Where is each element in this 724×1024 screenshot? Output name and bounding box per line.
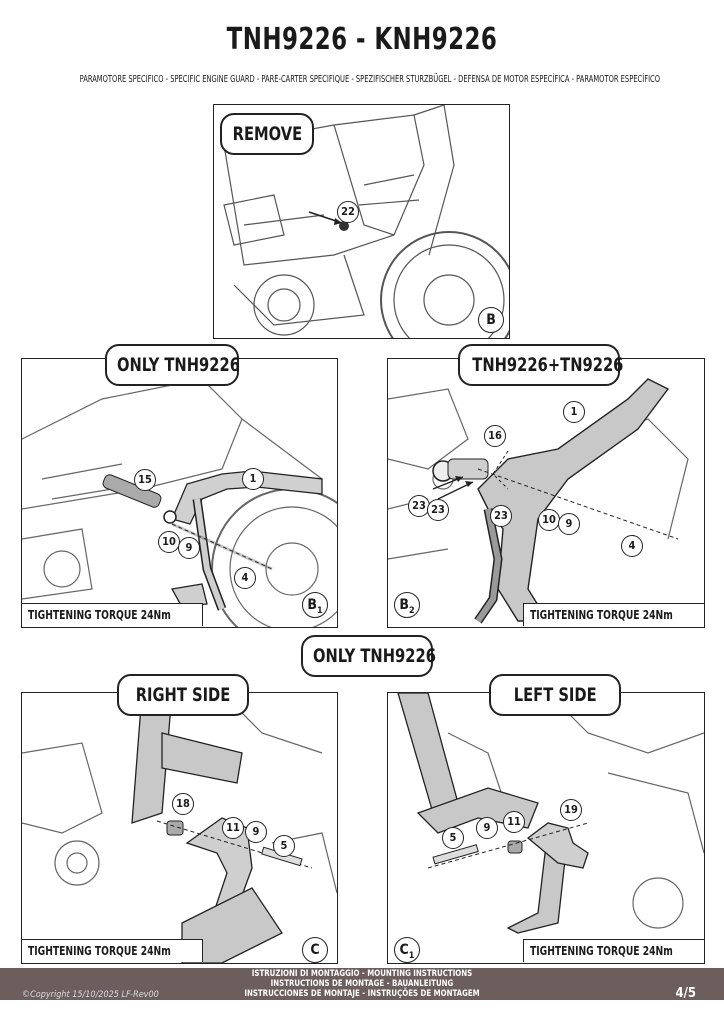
step-marker-b: B	[478, 307, 504, 333]
tnh9226-tn9226-label: TNH9226+TN9226	[458, 344, 623, 386]
document-subtitle: PARAMOTORE SPECIFICO - SPECIFIC ENGINE G…	[79, 74, 661, 85]
panel-only-tnh9226: 15 1 10 9 4 B1 TIGHTENING TORQUE 24Nm	[21, 358, 338, 628]
step-marker-c1: C1	[394, 937, 420, 963]
panel-right-side: 18 11 9 5 C TIGHTENING TORQUE 24Nm	[21, 692, 338, 964]
footer-bar: ISTRUZIONI DI MONTAGGIO - MOUNTING INSTR…	[0, 968, 724, 1001]
callout-9: 9	[558, 513, 580, 535]
callout-18: 18	[172, 793, 194, 815]
callout-11: 11	[222, 817, 244, 839]
tightening-torque-note: TIGHTENING TORQUE 24Nm	[22, 939, 203, 962]
step-marker-c: C	[302, 937, 328, 963]
motorcycle-fairing-illustration	[223, 105, 509, 338]
only-tnh9226-section-label: ONLY TNH9226	[301, 635, 436, 677]
footer-line-2: INSTRUCTIONS DE MONTAGE - BAUANLEITUNG	[270, 978, 454, 989]
callout-19: 19	[560, 799, 582, 821]
document-title: TNH9226 - KNH9226	[226, 22, 498, 57]
step-marker-b2: B2	[394, 592, 420, 618]
panel-left-side: 19 5 9 11 C1 TIGHTENING TORQUE 24Nm	[387, 692, 705, 964]
left-side-mount-illustration	[397, 693, 704, 934]
engine-guard-right-illustration	[22, 378, 337, 627]
callout-9: 9	[476, 817, 498, 839]
callout-10: 10	[158, 531, 180, 553]
callout-23: 23	[427, 499, 449, 521]
callout-5: 5	[442, 827, 464, 849]
remove-label: REMOVE	[220, 113, 314, 155]
callout-23: 23	[490, 505, 512, 527]
left-side-label: LEFT SIDE	[489, 674, 621, 716]
page-number: 4/5	[675, 986, 696, 1001]
callout-4: 4	[234, 567, 256, 589]
callout-5: 5	[273, 835, 295, 857]
copyright-text: ©Copyright 15/10/2025 LF-Rev00	[22, 990, 159, 1000]
engine-guard-combined-illustration	[388, 378, 689, 624]
callout-9: 9	[178, 537, 200, 559]
callout-11: 11	[503, 811, 525, 833]
callout-22: 22	[337, 201, 359, 223]
step-marker-b1: B1	[302, 592, 328, 618]
callout-1: 1	[242, 468, 264, 490]
panel-tnh9226-tn9226: 1 16 23 23 23 10 9 4 B2 TIGHTENING TORQU…	[387, 358, 705, 628]
tightening-torque-note: TIGHTENING TORQUE 24Nm	[523, 603, 704, 626]
callout-1: 1	[563, 401, 585, 423]
footer-line-3: INSTRUCCIONES DE MONTAJE - INSTRUÇÕES DE…	[244, 988, 480, 999]
footer-line-1: ISTRUZIONI DI MONTAGGIO - MOUNTING INSTR…	[251, 968, 473, 979]
callout-4: 4	[621, 535, 643, 557]
callout-16: 16	[484, 425, 506, 447]
tightening-torque-note: TIGHTENING TORQUE 24Nm	[523, 939, 704, 962]
panel-remove: REMOVE 22 B	[213, 104, 510, 339]
callout-10: 10	[538, 509, 560, 531]
right-side-label: RIGHT SIDE	[117, 674, 249, 716]
callout-9: 9	[245, 821, 267, 843]
callout-15: 15	[134, 469, 156, 491]
tightening-torque-note: TIGHTENING TORQUE 24Nm	[22, 603, 203, 626]
right-side-mount-illustration	[22, 693, 337, 963]
only-tnh9226-label: ONLY TNH9226	[105, 344, 240, 386]
